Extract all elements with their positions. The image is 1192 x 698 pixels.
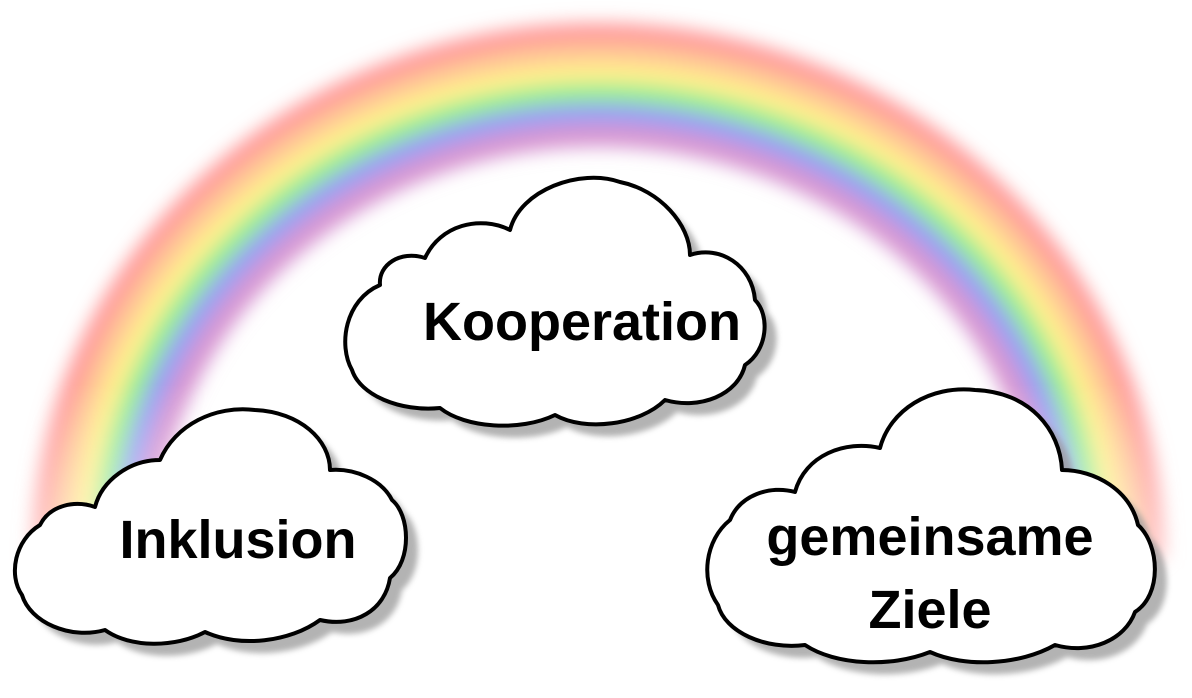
rainbow-band	[31, 23, 1165, 561]
rainbow-band	[71, 63, 1125, 561]
cloud-label-inklusion: Inklusion	[119, 510, 356, 570]
cloud-gemeinsame-ziele: gemeinsame Ziele	[705, 387, 1167, 675]
cloud-label-kooperation: Kooperation	[423, 292, 741, 352]
cloud-label-gemeinsame: gemeinsame	[766, 507, 1093, 567]
cloud-shape	[705, 387, 1157, 665]
rainbow-band	[131, 123, 1065, 561]
rainbow-band	[91, 83, 1105, 561]
cloud-shape	[343, 175, 767, 428]
cloud-inklusion: Inklusion	[12, 407, 419, 656]
rainbow-band	[51, 43, 1145, 561]
cloud-shape	[12, 407, 408, 646]
cloud-kooperation: Kooperation	[343, 175, 777, 438]
rainbow	[31, 23, 1165, 561]
rainbow-band	[111, 103, 1085, 561]
cloud-label-ziele: Ziele	[868, 580, 991, 640]
